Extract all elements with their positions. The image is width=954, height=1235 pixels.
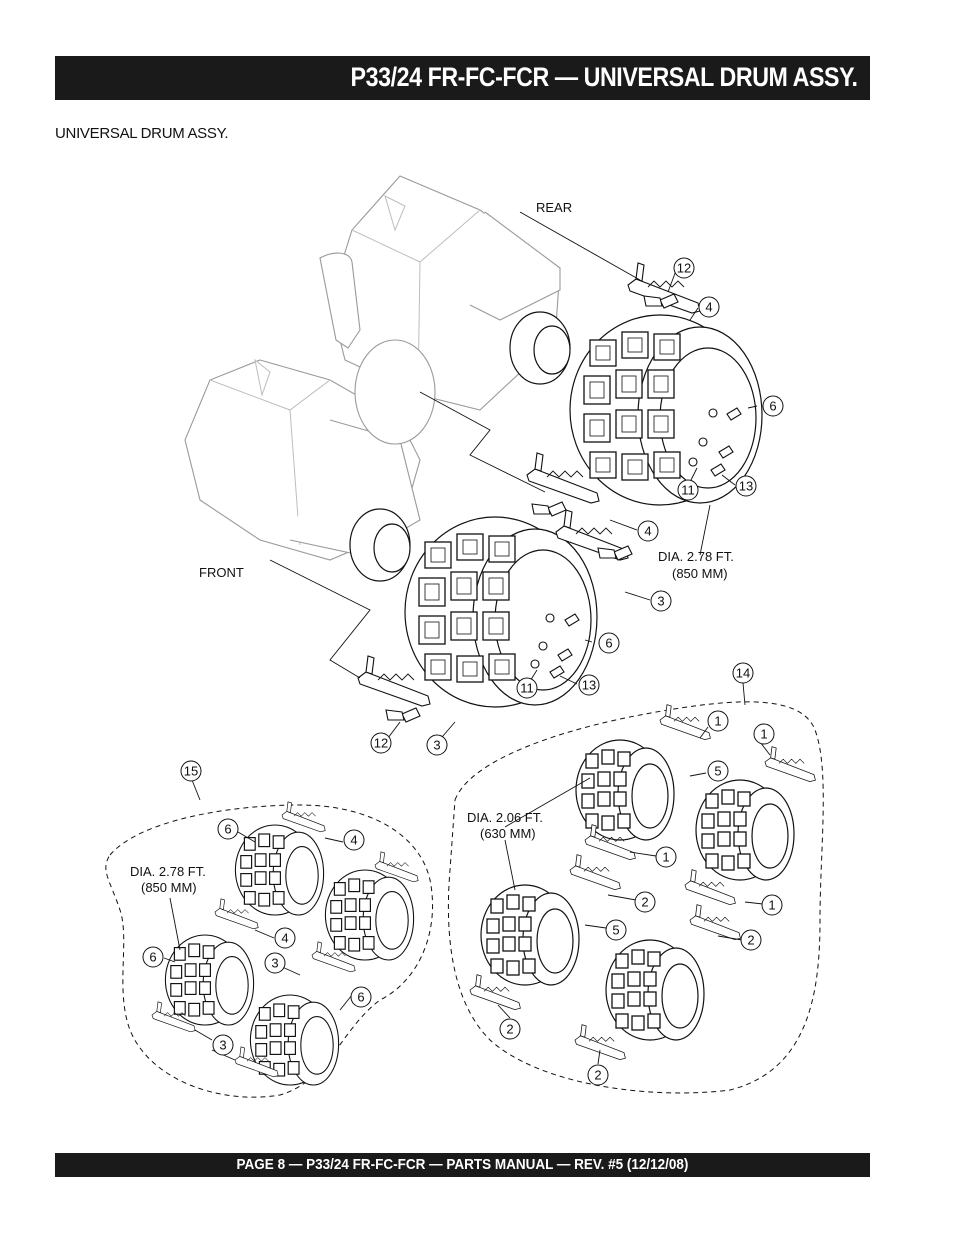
callout-1: 1: [753, 723, 775, 745]
svg-text:13: 13: [582, 678, 596, 693]
svg-text:1: 1: [662, 850, 669, 865]
page-footer-bar: PAGE 8 — P33/24 FR-FC-FCR — PARTS MANUAL…: [55, 1153, 870, 1177]
svg-text:6: 6: [224, 822, 231, 837]
callout-1: 1: [707, 710, 729, 732]
svg-text:11: 11: [681, 483, 695, 498]
section-title: UNIVERSAL DRUM ASSY.: [55, 125, 229, 142]
kit-15-drum-2: [324, 869, 415, 961]
page-footer: PAGE 8 — P33/24 FR-FC-FCR — PARTS MANUAL…: [236, 1156, 689, 1173]
callout-11: 11: [677, 479, 699, 501]
svg-text:13: 13: [739, 479, 753, 494]
callout-4: 4: [637, 520, 659, 542]
kit-14-scraper-2b: [689, 904, 741, 940]
callout-6: 6: [217, 818, 239, 840]
svg-text:6: 6: [605, 636, 612, 651]
callout-2: 2: [740, 929, 762, 951]
page-title-bar: P33/24 FR-FC-FCR — UNIVERSAL DRUM ASSY.: [55, 56, 870, 100]
svg-text:11: 11: [520, 681, 534, 696]
front-drum-bolts: [530, 613, 580, 679]
kit-15-dia-label-line1: DIA. 2.78 FT.: [130, 864, 206, 879]
dia-206-label-line1: DIA. 2.06 FT.: [467, 810, 543, 825]
kit-14-drum-3: [480, 884, 580, 986]
callout-2: 2: [634, 891, 656, 913]
callout-4: 4: [274, 927, 296, 949]
front-hub: [349, 508, 411, 582]
callout-5: 5: [605, 919, 627, 941]
callout-2: 2: [587, 1064, 609, 1086]
svg-text:3: 3: [433, 738, 440, 753]
svg-text:1: 1: [760, 727, 767, 742]
callout-4: 4: [343, 829, 365, 851]
svg-text:4: 4: [705, 300, 712, 315]
rear-drum-bolts: [688, 407, 742, 477]
svg-text:3: 3: [657, 594, 664, 609]
dia-278-label-line2: (850 MM): [672, 566, 728, 581]
kit-14-drum-2: [695, 779, 795, 881]
callout-3: 3: [650, 590, 672, 612]
callout-6: 6: [598, 632, 620, 654]
callout-15: 15: [180, 760, 202, 782]
callout-6: 6: [350, 986, 372, 1008]
svg-text:14: 14: [736, 666, 750, 681]
roller-frame: [184, 175, 561, 561]
rear-lower-bolt: [531, 501, 567, 517]
svg-text:1: 1: [714, 714, 721, 729]
kit-14-drum-4: [605, 939, 705, 1041]
callout-2: 2: [499, 1018, 521, 1040]
kit-15-drum-3: [164, 934, 255, 1026]
front-label: FRONT: [199, 565, 244, 580]
callout-12: 12: [673, 257, 695, 279]
svg-text:4: 4: [350, 833, 357, 848]
svg-text:2: 2: [747, 933, 754, 948]
callout-11: 11: [516, 677, 538, 699]
svg-text:5: 5: [714, 764, 721, 779]
svg-text:2: 2: [594, 1068, 601, 1083]
svg-text:3: 3: [271, 956, 278, 971]
svg-text:1: 1: [768, 898, 775, 913]
svg-text:4: 4: [281, 931, 288, 946]
svg-text:12: 12: [374, 736, 388, 751]
page-title: P33/24 FR-FC-FCR — UNIVERSAL DRUM ASSY.: [350, 62, 858, 92]
kit-15-dia-label-line2: (850 MM): [141, 880, 197, 895]
callout-14: 14: [732, 662, 754, 684]
svg-text:6: 6: [149, 950, 156, 965]
callout-5: 5: [707, 760, 729, 782]
dia-206-label-line2: (630 MM): [480, 826, 536, 841]
callout-1: 1: [761, 894, 783, 916]
callout-3: 3: [426, 734, 448, 756]
callout-3: 3: [212, 1034, 234, 1056]
svg-text:6: 6: [769, 399, 776, 414]
kit-14-boundary: [447, 701, 824, 1094]
svg-text:12: 12: [677, 261, 691, 276]
svg-text:2: 2: [506, 1022, 513, 1037]
callout-12: 12: [370, 732, 392, 754]
svg-text:15: 15: [184, 764, 198, 779]
callout-4: 4: [698, 296, 720, 318]
svg-text:2: 2: [641, 895, 648, 910]
kit-14-leader-lines: [497, 682, 771, 1065]
kit-14-scraper-2a: [569, 854, 621, 890]
callout-3: 3: [264, 952, 286, 974]
callout-13: 13: [578, 674, 600, 696]
kit-14-scraper-1b: [764, 746, 816, 782]
rear-hub: [509, 311, 571, 385]
svg-text:6: 6: [357, 990, 364, 1005]
dia-278-label-line1: DIA. 2.78 FT.: [658, 549, 734, 564]
callout-6: 6: [762, 395, 784, 417]
kit-15-boundary: [105, 804, 434, 1098]
svg-text:5: 5: [612, 923, 619, 938]
front-universal-drum: [404, 516, 598, 708]
kit-14-scraper-2d: [574, 1024, 626, 1060]
svg-text:3: 3: [219, 1038, 226, 1053]
callout-1: 1: [655, 846, 677, 868]
callout-13: 13: [735, 475, 757, 497]
callout-6: 6: [142, 946, 164, 968]
rear-label: REAR: [536, 200, 572, 215]
svg-text:4: 4: [644, 524, 651, 539]
front-lower-bolt: [385, 707, 421, 723]
kit-14-drum-1: [575, 739, 675, 841]
